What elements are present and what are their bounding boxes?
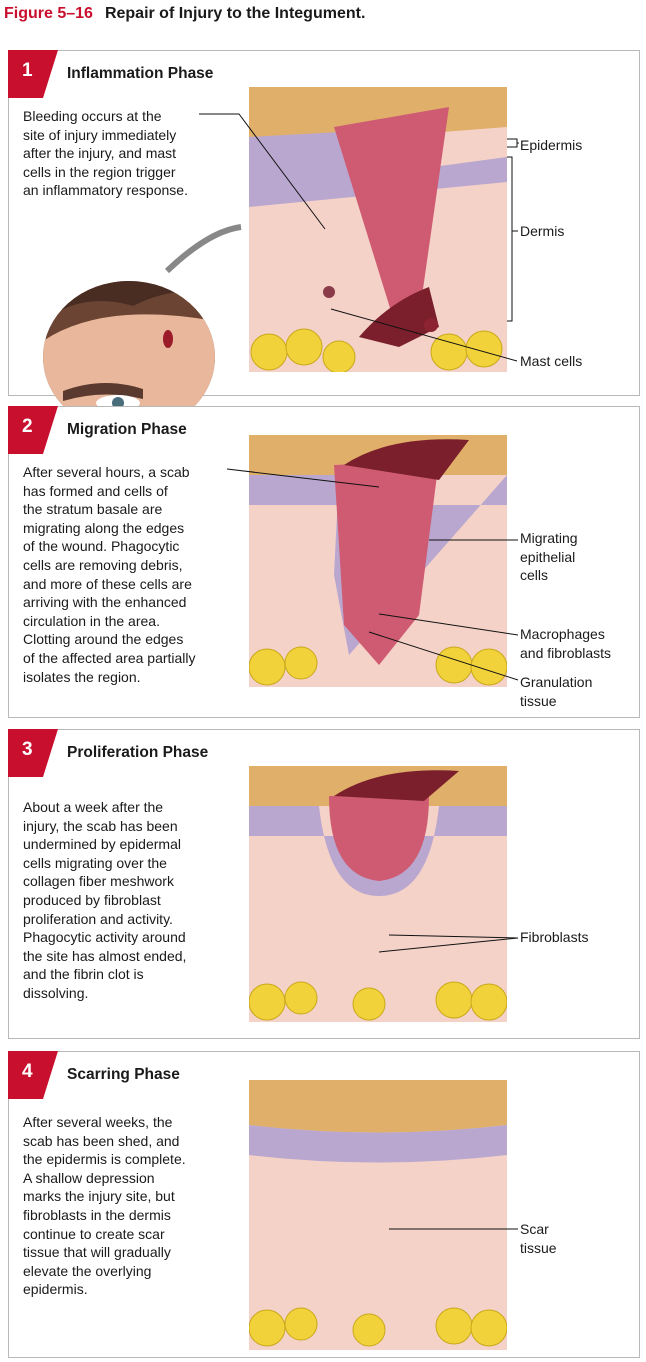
label-epidermis: Epidermis xyxy=(520,137,583,153)
phase-title: Proliferation Phase xyxy=(67,744,209,761)
phase-title: Inflammation Phase xyxy=(67,65,214,82)
label-migrating-epithelial-cells: Migrating epithelial cells xyxy=(520,530,578,584)
phase-panel-proliferation: 3 Proliferation Phase About a week after… xyxy=(8,729,640,1039)
figure-title: Figure 5–16 Repair of Injury to the Integ… xyxy=(4,5,365,23)
phase-description: Bleeding occurs at the site of injury im… xyxy=(23,108,188,199)
label-granulation-tissue: Granulation tissue xyxy=(520,674,593,709)
phase-title: Migration Phase xyxy=(67,421,187,438)
phase-number-badge: 1 xyxy=(8,50,58,98)
phase-number-badge: 2 xyxy=(8,406,58,454)
phase-number-badge: 3 xyxy=(8,729,58,777)
phase-description: About a week after the injury, the scab … xyxy=(23,799,187,1001)
phase-title: Scarring Phase xyxy=(67,1066,180,1083)
phase-number-badge: 4 xyxy=(8,1051,58,1099)
forehead-injury-photo xyxy=(43,281,215,433)
figure-number: Figure 5–16 xyxy=(4,5,93,22)
phase-description: After several weeks, the scab has been s… xyxy=(23,1114,186,1298)
wound-illustration-migration xyxy=(249,435,507,687)
label-fibroblasts: Fibroblasts xyxy=(520,929,589,945)
phase-panel-scarring: 4 Scarring Phase After several weeks, th… xyxy=(8,1051,640,1358)
wound-illustration-proliferation xyxy=(249,766,507,1022)
figure-caption: Repair of Injury to the Integument. xyxy=(104,5,366,22)
label-mast-cells: Mast cells xyxy=(520,353,583,369)
wound-illustration-inflammation xyxy=(249,87,507,372)
label-scar-tissue: Scar tissue xyxy=(520,1221,557,1256)
phase-description: After several hours, a scab has formed a… xyxy=(23,464,196,685)
phase-panel-migration: 2 Migration Phase After several hours, a… xyxy=(8,406,640,718)
phase-panel-inflammation: 1 Inflammation Phase Bleeding occurs at … xyxy=(8,50,640,433)
wound-illustration-scarring xyxy=(249,1080,507,1350)
label-dermis: Dermis xyxy=(520,223,565,239)
label-macrophages-fibroblasts: Macrophages and fibroblasts xyxy=(520,626,612,661)
